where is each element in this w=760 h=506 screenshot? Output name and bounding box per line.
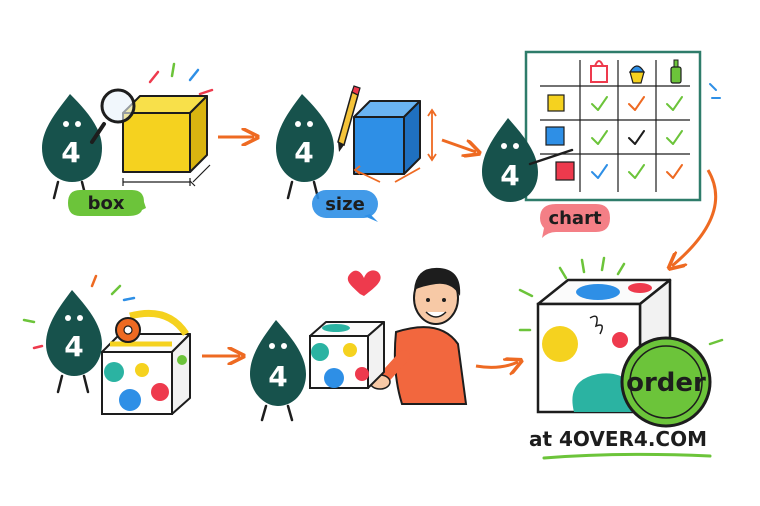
pencil-icon bbox=[337, 85, 361, 152]
label-chart: chart bbox=[548, 208, 602, 229]
step-handover: 4 bbox=[250, 267, 468, 422]
site-underline bbox=[542, 452, 712, 460]
mascot-drop-1: 4 bbox=[42, 94, 102, 200]
mascot-drop-2: 4 bbox=[276, 94, 334, 200]
chart-checkmarks bbox=[591, 96, 683, 179]
arrow-step2-to-step3 bbox=[441, 138, 476, 152]
check-mark bbox=[591, 164, 608, 179]
check-mark bbox=[666, 130, 683, 145]
mascot-drop-4: 4 bbox=[46, 290, 102, 394]
mascot-number: 4 bbox=[64, 330, 83, 363]
chart-row-blue-box bbox=[545, 126, 565, 146]
tape-icon bbox=[115, 309, 189, 343]
check-mark bbox=[628, 164, 645, 179]
order-site[interactable]: at 4OVER4.COM bbox=[529, 427, 707, 451]
step-chart: 4 chart bbox=[482, 50, 721, 238]
label-box: box bbox=[88, 193, 125, 214]
mascot-number: 4 bbox=[500, 159, 519, 192]
bottle-icon bbox=[670, 59, 682, 84]
chart-row-yellow-box bbox=[547, 94, 565, 112]
spark-lines bbox=[518, 256, 724, 346]
spark-lines bbox=[148, 62, 214, 96]
mascot-drop-3: 4 bbox=[482, 118, 574, 202]
yellow-box bbox=[122, 95, 208, 173]
mascot-number: 4 bbox=[294, 136, 313, 169]
check-mark bbox=[628, 130, 645, 145]
step-order: order at 4OVER4.COM bbox=[518, 256, 724, 460]
cupcake-icon bbox=[628, 65, 646, 84]
chart-row-red-box bbox=[555, 161, 575, 181]
check-mark bbox=[591, 96, 608, 111]
step-box: 4 box bbox=[42, 62, 214, 216]
order-button[interactable]: order bbox=[620, 336, 712, 428]
spark-lines bbox=[709, 83, 721, 99]
colorful-box-closed bbox=[309, 321, 385, 389]
pointer-stick bbox=[528, 148, 574, 166]
dimension-lines bbox=[122, 164, 211, 187]
check-mark bbox=[666, 96, 683, 111]
spark-lines bbox=[22, 274, 136, 350]
arrow-step5-to-step6 bbox=[475, 362, 518, 367]
label-chart-bubble: chart bbox=[540, 204, 610, 238]
step-tape: 4 bbox=[22, 274, 191, 415]
check-mark bbox=[591, 130, 608, 145]
measure-lines bbox=[353, 108, 437, 183]
step-size: 4 size bbox=[276, 85, 437, 222]
check-mark bbox=[666, 164, 683, 179]
colorful-box-open bbox=[101, 333, 191, 415]
blue-box bbox=[353, 100, 421, 175]
order-label: order bbox=[626, 368, 706, 398]
label-size: size bbox=[325, 194, 365, 215]
mascot-drop-5: 4 bbox=[250, 320, 306, 422]
person-receiving bbox=[369, 267, 468, 405]
magnifier-icon bbox=[90, 88, 136, 144]
label-size-bubble: size bbox=[312, 190, 378, 222]
bag-icon bbox=[590, 60, 608, 83]
label-box-bubble: box bbox=[68, 190, 146, 216]
mascot-number: 4 bbox=[61, 136, 80, 169]
heart-icon bbox=[347, 270, 381, 296]
check-mark bbox=[628, 96, 645, 111]
mascot-number: 4 bbox=[268, 360, 287, 393]
chart-grid bbox=[540, 60, 690, 192]
arrow-step3-to-step6 bbox=[672, 169, 718, 266]
